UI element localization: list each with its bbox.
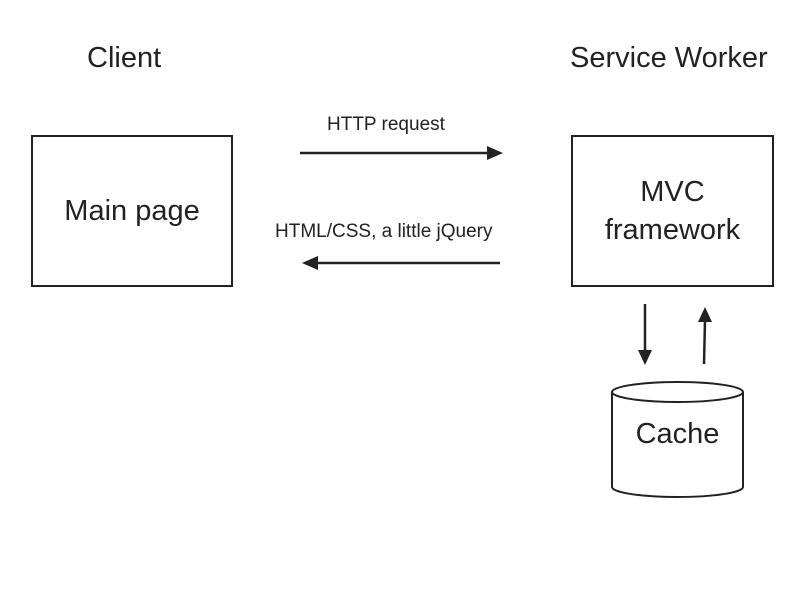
mvc-label-line1: MVC xyxy=(640,176,705,208)
cache-cylinder xyxy=(611,381,744,498)
response-label: HTML/CSS, a little jQuery xyxy=(275,221,493,242)
cache-label: Cache xyxy=(635,418,720,450)
request-label: HTTP request xyxy=(327,114,445,135)
mvc-framework-box: MVC framework xyxy=(571,135,774,287)
request-arrow xyxy=(300,146,503,160)
mvc-label-line2: framework xyxy=(604,214,741,246)
response-arrow xyxy=(302,256,500,270)
main-page-label: Main page xyxy=(64,194,200,227)
client-heading: Client xyxy=(87,42,162,74)
cache-write-arrow xyxy=(698,307,712,365)
cache-read-arrow xyxy=(638,304,652,365)
main-page-box: Main page xyxy=(31,135,233,287)
service-worker-heading: Service Worker xyxy=(570,42,768,74)
